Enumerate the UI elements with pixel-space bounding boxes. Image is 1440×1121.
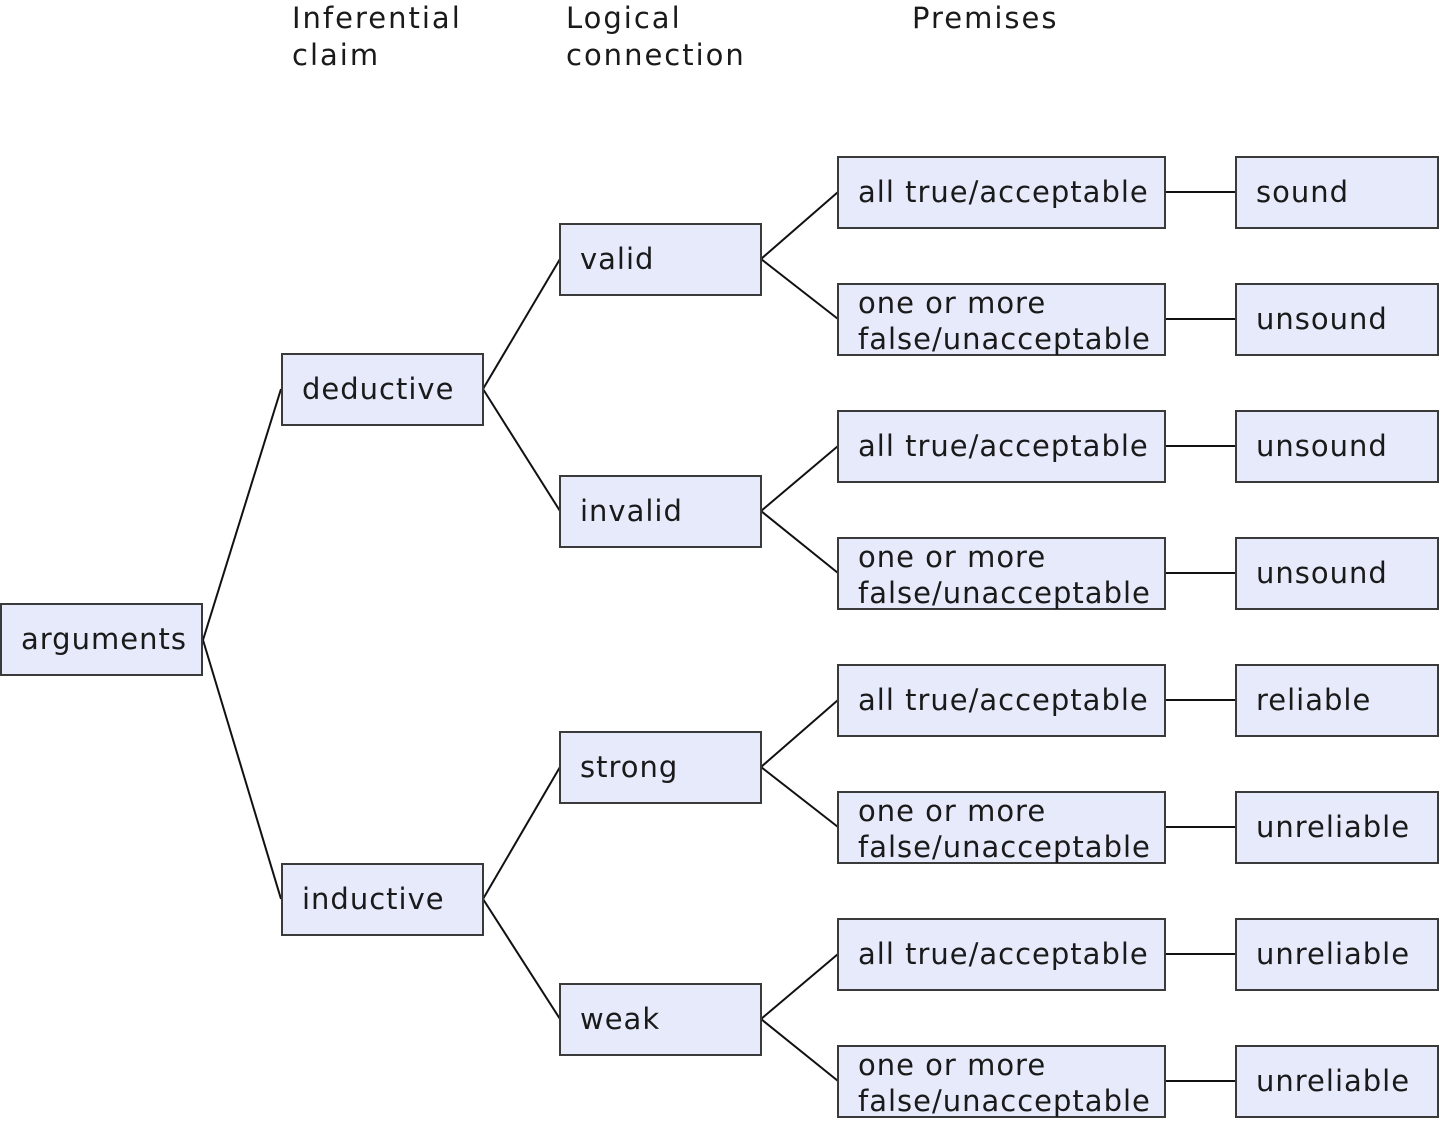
node-premises-some-false: one or more false/unacceptable bbox=[837, 1045, 1166, 1118]
node-outcome-unsound: unsound bbox=[1235, 410, 1439, 483]
node-label: all true/acceptable bbox=[858, 937, 1149, 971]
column-header-inferential-claim: Inferential claim bbox=[292, 1, 462, 72]
node-outcome-unsound: unsound bbox=[1235, 283, 1439, 356]
node-label-line-1: one or more bbox=[858, 539, 1047, 574]
node-label: unreliable bbox=[1256, 937, 1411, 971]
edge-invalid-premise-4 bbox=[760, 510, 839, 574]
node-premises-some-false: one or more false/unacceptable bbox=[837, 283, 1166, 356]
node-label: unsound bbox=[1256, 429, 1388, 463]
node-strong: strong bbox=[559, 731, 762, 804]
node-label-line-1: one or more bbox=[858, 1047, 1047, 1082]
node-label: unreliable bbox=[1256, 810, 1411, 844]
node-outcome-unreliable: unreliable bbox=[1235, 791, 1439, 864]
node-label: all true/acceptable bbox=[858, 429, 1149, 463]
edge-deductive-invalid bbox=[482, 388, 561, 512]
edge-strong-premise-6 bbox=[760, 766, 839, 828]
node-label: deductive bbox=[302, 372, 455, 406]
node-label: unreliable bbox=[1256, 1064, 1411, 1098]
edge-valid-premise-2 bbox=[760, 258, 839, 320]
column-header-premises: Premises bbox=[912, 1, 1059, 35]
node-valid: valid bbox=[559, 223, 762, 296]
node-label: reliable bbox=[1256, 683, 1372, 717]
node-label: all true/acceptable bbox=[858, 683, 1149, 717]
column-header-logical-connection: Logical connection bbox=[566, 1, 746, 72]
edge-invalid-premise-3 bbox=[760, 445, 839, 512]
node-outcome-unreliable: unreliable bbox=[1235, 1045, 1439, 1118]
node-premises-all-true: all true/acceptable bbox=[837, 664, 1166, 737]
node-outcome-sound: sound bbox=[1235, 156, 1439, 229]
node-premises-all-true: all true/acceptable bbox=[837, 918, 1166, 991]
node-premises-some-false: one or more false/unacceptable bbox=[837, 537, 1166, 610]
node-premises-some-false: one or more false/unacceptable bbox=[837, 791, 1166, 864]
node-label-line-2: false/unacceptable bbox=[858, 829, 1151, 864]
node-label: arguments bbox=[21, 622, 187, 656]
node-label-line-2: false/unacceptable bbox=[858, 1083, 1151, 1118]
node-deductive: deductive bbox=[281, 353, 484, 426]
node-label: unsound bbox=[1256, 302, 1388, 336]
node-outcome-unsound: unsound bbox=[1235, 537, 1439, 610]
node-arguments: arguments bbox=[0, 603, 203, 676]
node-label: all true/acceptable bbox=[858, 175, 1149, 209]
edge-strong-premise-5 bbox=[760, 699, 839, 768]
node-label: inductive bbox=[302, 882, 445, 916]
edge-weak-premise-8 bbox=[760, 1018, 839, 1082]
edge-weak-premise-7 bbox=[760, 953, 839, 1020]
node-label-line-1: one or more bbox=[858, 793, 1047, 828]
node-label: invalid bbox=[580, 494, 683, 528]
edge-deductive-valid bbox=[482, 258, 561, 390]
edge-inductive-weak bbox=[482, 898, 561, 1020]
node-label-line-1: one or more bbox=[858, 285, 1047, 320]
node-label-line-2: false/unacceptable bbox=[858, 321, 1151, 356]
node-premises-all-true: all true/acceptable bbox=[837, 410, 1166, 483]
node-label-line-2: false/unacceptable bbox=[858, 575, 1151, 610]
node-invalid: invalid bbox=[559, 475, 762, 548]
node-weak: weak bbox=[559, 983, 762, 1056]
node-outcome-reliable: reliable bbox=[1235, 664, 1439, 737]
node-outcome-unreliable: unreliable bbox=[1235, 918, 1439, 991]
node-label: weak bbox=[580, 1002, 661, 1036]
node-label: sound bbox=[1256, 175, 1350, 209]
node-label: unsound bbox=[1256, 556, 1388, 590]
edge-inductive-strong bbox=[482, 766, 561, 900]
node-premises-all-true: all true/acceptable bbox=[837, 156, 1166, 229]
node-inductive: inductive bbox=[281, 863, 484, 936]
edge-arguments-deductive bbox=[202, 388, 282, 641]
node-label: valid bbox=[580, 242, 655, 276]
node-label: strong bbox=[580, 750, 679, 784]
edge-valid-premise-1 bbox=[760, 191, 839, 260]
edge-arguments-inductive bbox=[202, 639, 282, 900]
